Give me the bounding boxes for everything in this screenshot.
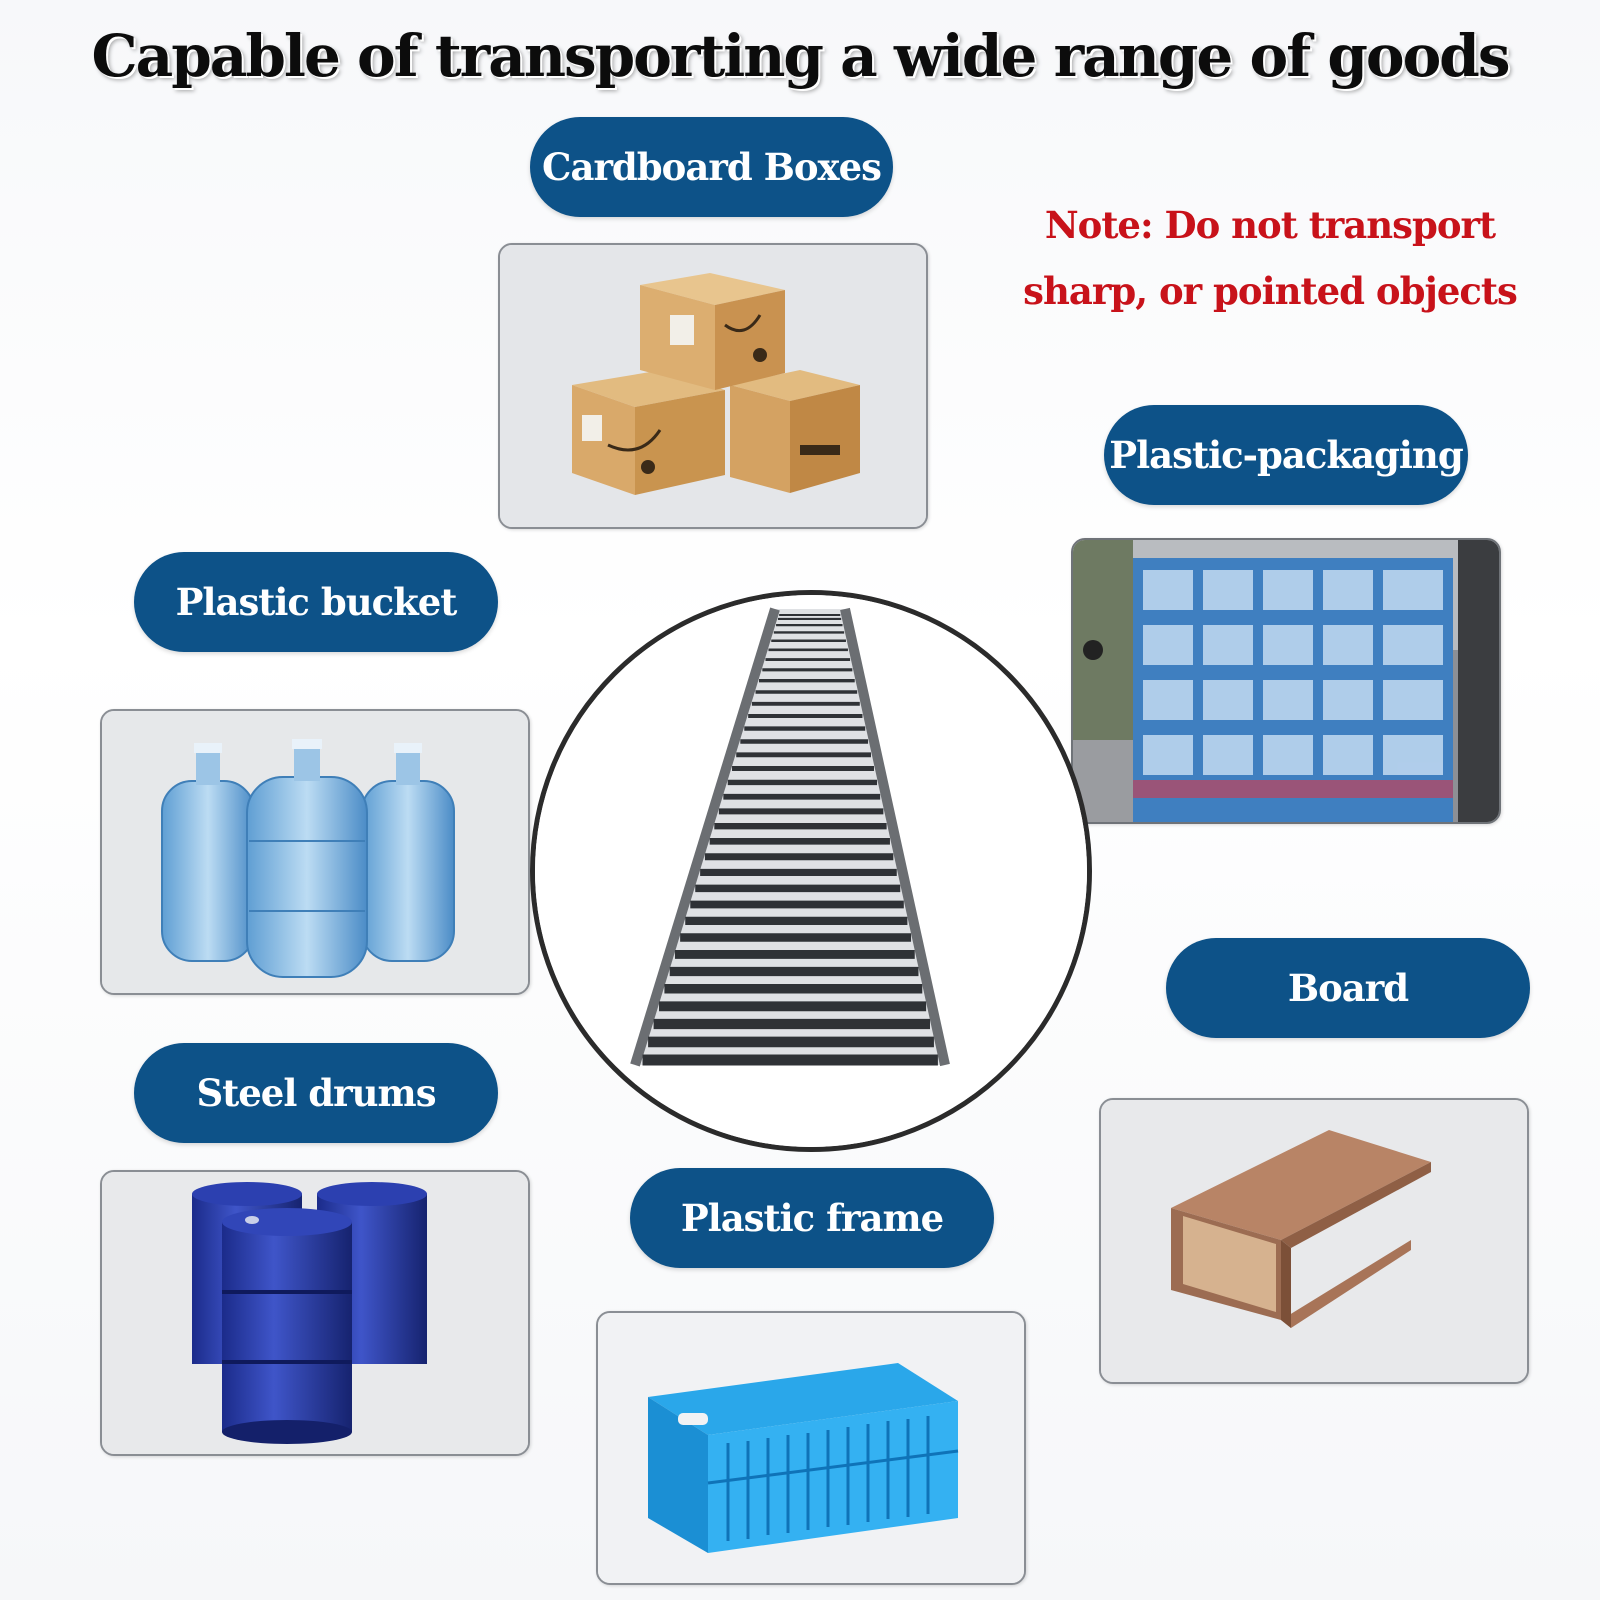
warning-note-line-2: sharp, or pointed objects — [1023, 269, 1518, 313]
cardboard-boxes-image — [498, 243, 928, 529]
label-plastic-frame: Plastic frame — [630, 1168, 994, 1268]
warning-note-line-1: Note: Do not transport — [1044, 203, 1496, 247]
steel-drums-image — [100, 1170, 530, 1456]
label-plastic-packaging: Plastic-packaging — [1104, 405, 1468, 505]
plastic-bucket-image — [100, 709, 530, 995]
label-steel-drums: Steel drums — [134, 1043, 498, 1143]
page-title: Capable of transporting a wide range of … — [91, 22, 1511, 90]
plastic-packaging-image — [1071, 538, 1501, 824]
plastic-frame-image — [596, 1311, 1026, 1585]
label-cardboard-boxes: Cardboard Boxes — [530, 117, 893, 217]
board-image — [1099, 1098, 1529, 1384]
roller-conveyor-image — [530, 590, 1092, 1152]
warning-note: Note: Do not transport sharp, or pointed… — [1010, 192, 1530, 324]
label-plastic-bucket: Plastic bucket — [134, 552, 498, 652]
label-board: Board — [1166, 938, 1530, 1038]
